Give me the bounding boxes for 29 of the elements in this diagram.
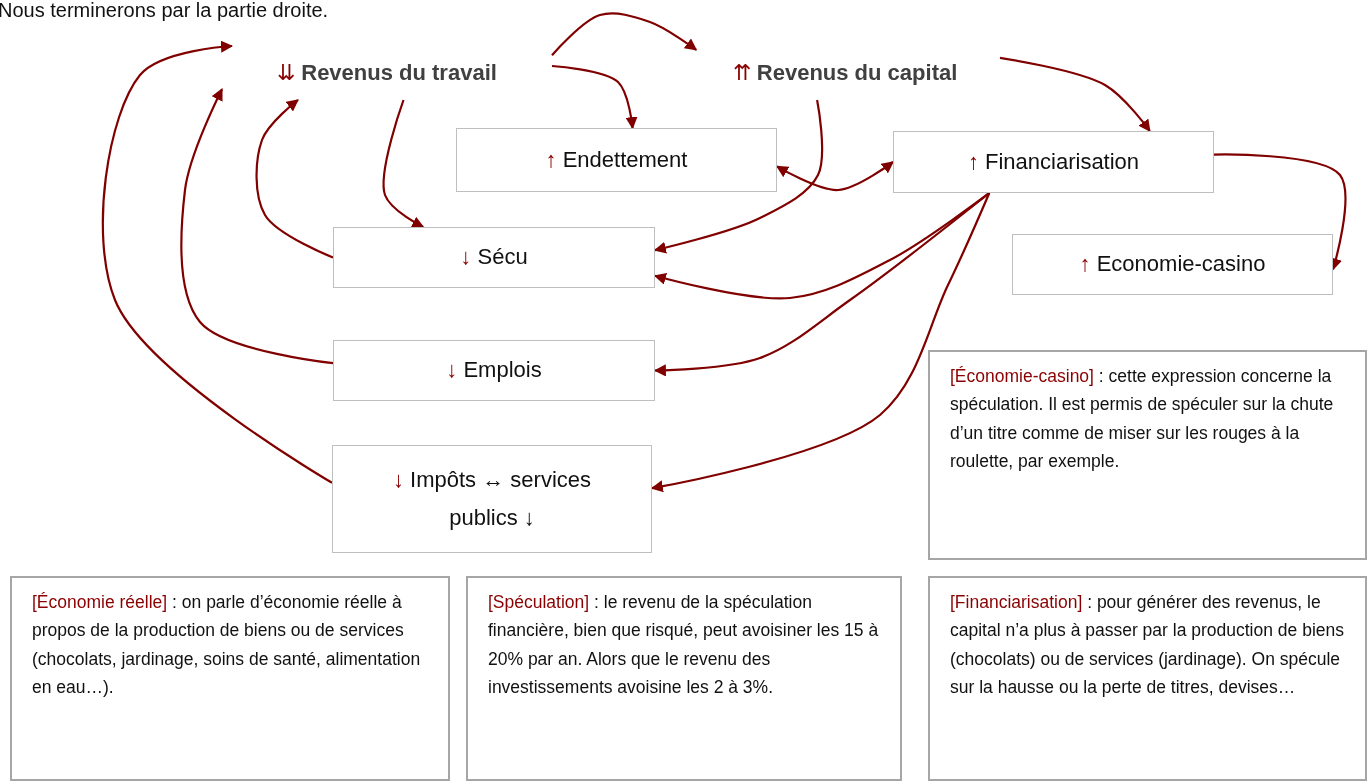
definition-box xyxy=(928,350,1367,560)
definition-text: [Économie réelle] : on parle d’économie réelle à propos de la production de biens ou de services (chocolats, jardinage, soins de santé, alimentation en eau…). xyxy=(32,591,422,700)
effect-box: ↓ Sécu xyxy=(333,227,655,288)
arrow xyxy=(101,40,333,484)
arrow xyxy=(180,88,334,365)
intro-text: Nous terminerons par la partie droite. xyxy=(0,0,329,22)
definition-box xyxy=(928,576,1367,781)
definition-text: [Financiarisation] : pour générer des revenus, le capital n’a plus à passer par la production de biens (chocolats) ou de services (jardinage). On spécule sur la hausse ou la perte de titres, devises… xyxy=(950,591,1345,700)
arrow xyxy=(775,161,894,192)
income-heading: ⇈ Revenus du capital xyxy=(690,46,1000,100)
effect-box: ↓ Emplois xyxy=(333,340,655,401)
arrow xyxy=(551,12,698,56)
arrow xyxy=(382,99,425,228)
definition-text: [Économie-casino] : cette expression concerne la spéculation. Il est permis de spéculer sur la chute d’un titre comme de miser sur les rouges à la roulette, par exemple. xyxy=(950,365,1335,474)
arrow xyxy=(650,192,991,493)
effect-box: ↑ Financiarisation xyxy=(893,131,1214,193)
definition-box xyxy=(466,576,902,781)
definition-text: [Spéculation] : le revenu de la spéculation financière, bien que risqué, peut avoisiner les 15 à 20% par an. Alors que le revenu des investissements avoisine les 2 à 3%. xyxy=(488,591,880,700)
definition-box xyxy=(10,576,450,781)
arrow xyxy=(653,192,990,377)
arrow xyxy=(551,64,638,130)
effect-box: ↑ Economie-casino xyxy=(1012,234,1333,295)
arrow xyxy=(999,56,1151,132)
arrow xyxy=(255,99,334,259)
arrow xyxy=(653,99,824,254)
income-heading: ⇊ Revenus du travail xyxy=(222,46,552,100)
effect-box: ↓ Impôts ↔ services publics ↓ xyxy=(332,445,652,553)
effect-box: ↑ Endettement xyxy=(456,128,777,192)
arrow xyxy=(1214,153,1347,271)
